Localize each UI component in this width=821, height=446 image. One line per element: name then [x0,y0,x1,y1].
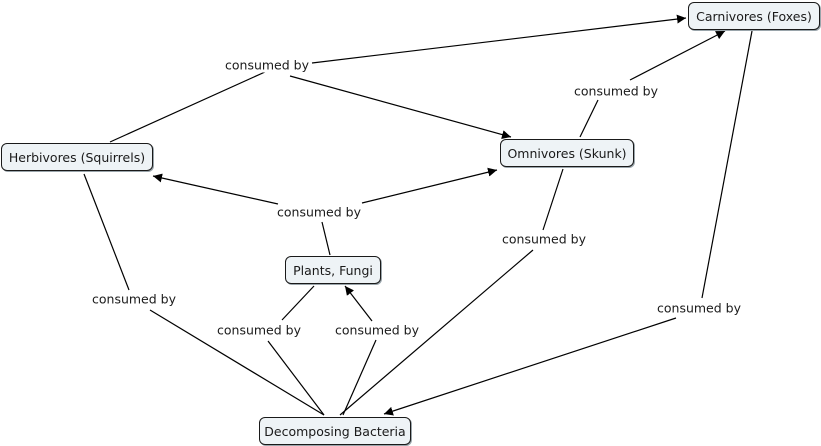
node-plants-fungi[interactable]: Plants, Fungi [285,256,381,284]
connector-omnivores-to-label-center [542,168,564,231]
connector-label-right-to-carnivores [629,30,726,81]
connector-label-middle-to-herbivores [152,173,279,205]
connector-omnivores-to-label-right [579,99,599,138]
link-label-right[interactable]: consumed by [572,83,660,99]
connector-plants-to-label-bottom-left [281,285,315,321]
link-label-top[interactable]: consumed by [223,57,311,73]
connector-label-top-to-carnivores [311,14,687,64]
connector-plants-to-label-middle [321,221,331,256]
connector-label-bottom-right-to-plants [344,285,373,322]
connector-label-center-to-bacteria [339,249,534,416]
node-omnivores[interactable]: Omnivores (Skunk) [500,139,634,167]
connector-bacteria-to-label-bottom-right [342,339,377,416]
link-label-center[interactable]: consumed by [500,231,588,247]
connector-herbivores-to-label-left [83,173,130,291]
link-label-left[interactable]: consumed by [90,291,178,307]
connector-label-top-to-omnivores [289,75,512,139]
connector-herbivores-to-label-top [109,71,266,143]
link-label-bottom-right[interactable]: consumed by [333,322,421,338]
node-decomposing-bacteria[interactable]: Decomposing Bacteria [259,417,411,445]
connector-carnivores-to-label-far-right [701,30,753,299]
link-label-far-right[interactable]: consumed by [655,300,743,316]
connector-label-bottom-left-to-bacteria [267,340,325,416]
connector-label-left-to-bacteria [149,309,325,416]
connector-label-middle-to-omnivores [361,167,498,204]
node-herbivores[interactable]: Herbivores (Squirrels) [1,143,153,171]
link-label-middle[interactable]: consumed by [275,204,363,220]
node-carnivores[interactable]: Carnivores (Foxes) [688,2,820,30]
link-label-bottom-left[interactable]: consumed by [215,322,303,338]
connector-label-far-right-to-bacteria [383,317,677,416]
